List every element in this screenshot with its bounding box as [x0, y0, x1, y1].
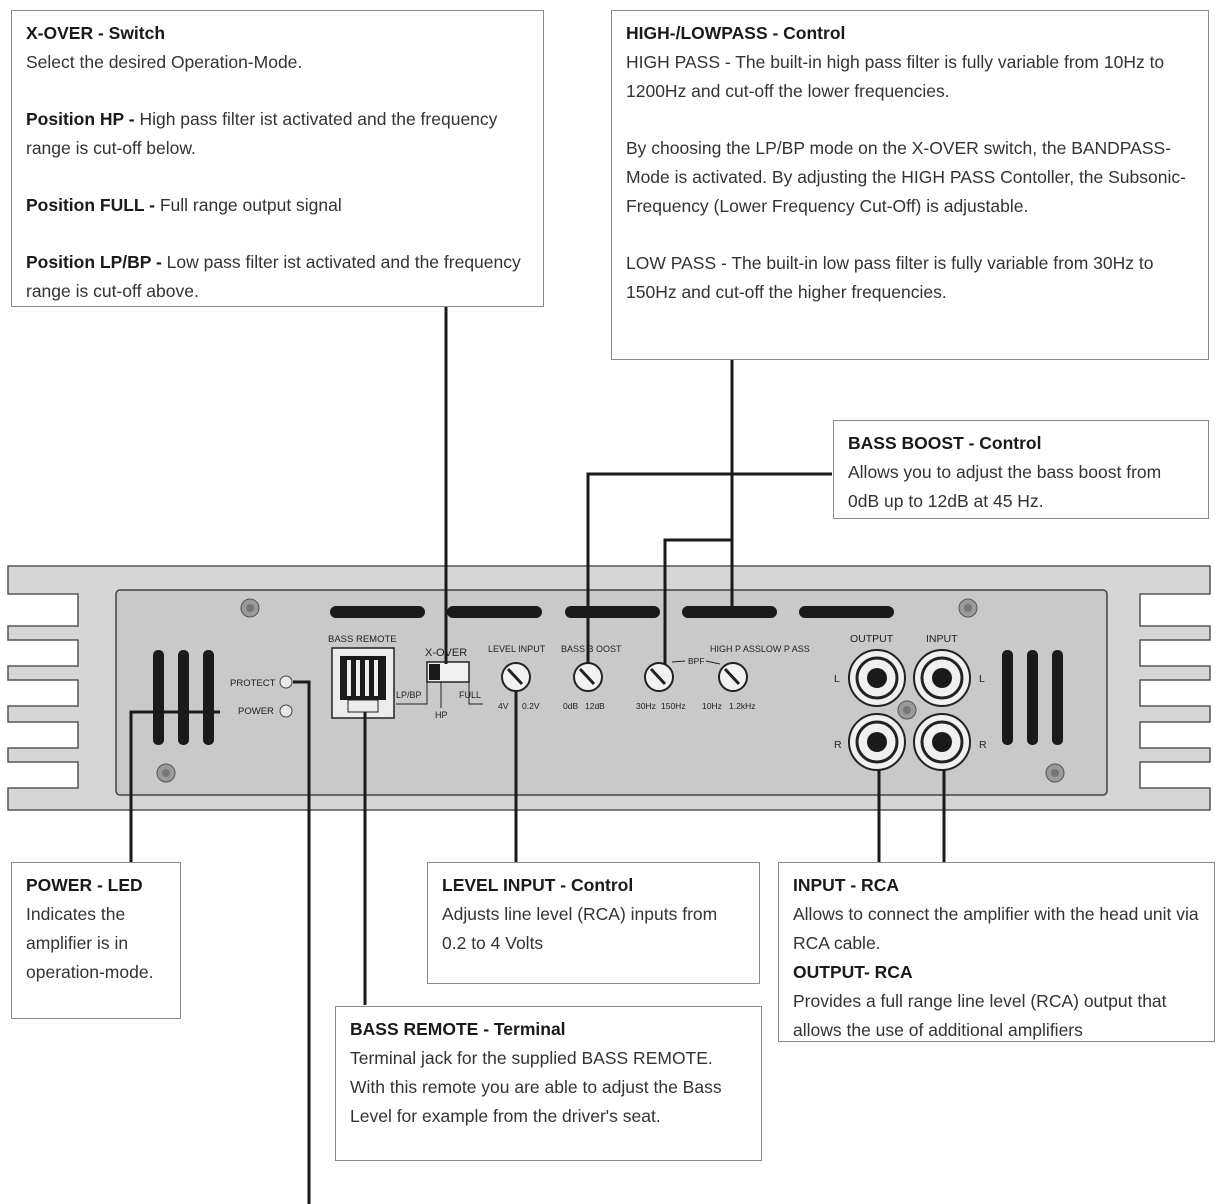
highlow-callout: HIGH-/LOWPASS - Control HIGH PASS - The …: [611, 10, 1209, 360]
bass-remote-label: BASS REMOTE: [328, 634, 397, 645]
rca-callout: INPUT - RCA Allows to connect the amplif…: [778, 862, 1215, 1042]
vent-slots: [330, 606, 894, 618]
screw-icon: [958, 598, 978, 618]
power-text: Indicates the amplifier is in operation-…: [26, 904, 154, 982]
left-channel-label: L: [979, 673, 985, 685]
hp-label: HP: [435, 710, 448, 720]
hp-max-label: 1.2kHz: [729, 701, 755, 711]
rca-input-right-icon: [913, 713, 971, 771]
power-callout: POWER - LED Indicates the amplifier is i…: [11, 862, 181, 1019]
rca-input-left-icon: [913, 649, 971, 707]
power-title: POWER - LED: [26, 875, 143, 895]
xover-hp-text: Position HP - High pass filter ist activ…: [26, 109, 498, 158]
right-channel-label: R: [834, 739, 842, 751]
screw-icon: [156, 763, 176, 783]
level-callout: LEVEL INPUT - Control Adjusts line level…: [427, 862, 760, 984]
lp-min-label: 30Hz: [636, 701, 656, 711]
xover-title: X-OVER - Switch: [26, 23, 166, 43]
level-input-label: LEVEL INPUT: [488, 644, 546, 654]
vent-bars-left: [153, 650, 214, 745]
output-rca-text: Provides a full range line level (RCA) o…: [793, 991, 1167, 1040]
xover-lp-text: Position LP/BP - Low pass filter ist act…: [26, 252, 521, 301]
high-low-pass-label: HIGH P ASSLOW P ASS: [710, 644, 810, 654]
vent-bars-right: [1002, 650, 1063, 745]
boost-min-label: 0dB: [563, 701, 578, 711]
screw-icon: [897, 700, 917, 720]
bassremote-text: Terminal jack for the supplied BASS REMO…: [350, 1048, 722, 1126]
highlow-p2: By choosing the LP/BP mode on the X-OVER…: [626, 138, 1186, 216]
level-knob-icon: [501, 662, 531, 692]
bassremote-title: BASS REMOTE - Terminal: [350, 1019, 566, 1039]
bassboost-callout: BASS BOOST - Control Allows you to adjus…: [833, 420, 1209, 519]
highlow-p1: HIGH PASS - The built-in high pass filte…: [626, 52, 1165, 101]
bassremote-callout: BASS REMOTE - Terminal Terminal jack for…: [335, 1006, 762, 1161]
high-pass-knob-icon: [718, 662, 748, 692]
leader-lines: [129, 307, 946, 1204]
xover-full-text: Position FULL - Full range output signal: [26, 195, 342, 215]
input-rca-title: INPUT - RCA: [793, 875, 899, 895]
bass-boost-label: BASS B OOST: [561, 644, 622, 654]
screw-icon: [1045, 763, 1065, 783]
input-rca-text: Allows to connect the amplifier with the…: [793, 904, 1199, 953]
rca-output-right-icon: [848, 713, 906, 771]
input-label: INPUT: [926, 633, 958, 645]
bassboost-text: Allows you to adjust the bass boost from…: [848, 462, 1162, 511]
power-led-icon: [279, 704, 293, 718]
bassboost-title: BASS BOOST - Control: [848, 433, 1042, 453]
highlow-p3: LOW PASS - The built-in low pass filter …: [626, 253, 1154, 302]
output-label: OUTPUT: [850, 633, 894, 645]
rca-output-left-icon: [848, 649, 906, 707]
power-label: POWER: [238, 706, 274, 717]
bass-boost-knob-icon: [573, 662, 603, 692]
level-min-label: 4V: [498, 701, 509, 711]
level-text: Adjusts line level (RCA) inputs from 0.2…: [442, 904, 718, 953]
screw-icon: [240, 598, 260, 618]
highlow-title: HIGH-/LOWPASS - Control: [626, 23, 846, 43]
low-pass-knob-icon: [644, 662, 674, 692]
bpf-label: BPF: [688, 656, 705, 666]
output-rca-title: OUTPUT- RCA: [793, 962, 913, 982]
boost-max-label: 12dB: [585, 701, 605, 711]
lpbp-label: LP/BP: [396, 690, 422, 700]
lp-max-label: 150Hz: [661, 701, 686, 711]
xover-callout: X-OVER - Switch Select the desired Opera…: [11, 10, 544, 307]
right-channel-label: R: [979, 739, 987, 751]
protect-led-icon: [279, 675, 293, 689]
left-channel-label: L: [834, 673, 840, 685]
hp-min-label: 10Hz: [702, 701, 722, 711]
level-title: LEVEL INPUT - Control: [442, 875, 634, 895]
level-max-label: 0.2V: [522, 701, 540, 711]
full-label: FULL: [459, 690, 481, 700]
xover-intro: Select the desired Operation-Mode.: [26, 52, 303, 72]
protect-label: PROTECT: [230, 678, 276, 689]
